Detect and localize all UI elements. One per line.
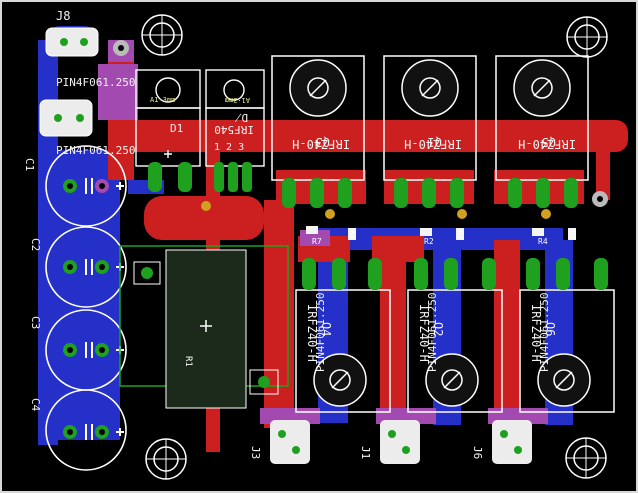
label-d1: D1 xyxy=(170,122,183,135)
label-j1: J1 xyxy=(359,446,372,459)
label-d-rot: D̸ xyxy=(234,111,248,124)
mount-hole-tl xyxy=(141,14,183,56)
label-c4: C4 xyxy=(29,398,42,412)
capacitor-c2 xyxy=(45,226,127,308)
label-q3: Q3 xyxy=(316,135,330,149)
mosfet-q4 xyxy=(295,289,391,413)
label-pkg-b: A1·3mm xyxy=(225,96,250,104)
connector-j1 xyxy=(380,420,420,464)
mount-hole-bl xyxy=(145,438,187,480)
diode-d1 xyxy=(135,69,201,167)
connector-j3 xyxy=(270,420,310,464)
label-j6: J6 xyxy=(471,446,484,459)
resistor-r1 xyxy=(119,245,289,409)
top-mosfet-pads xyxy=(282,178,578,208)
label-q4-part: IRFZ40-H xyxy=(305,304,319,362)
label-r6: R6 xyxy=(348,230,357,240)
label-r2: R2 xyxy=(424,237,434,246)
label-q5: Q5 xyxy=(542,135,556,149)
mount-hole-br xyxy=(565,437,607,479)
vias xyxy=(201,201,551,219)
label-q6-part: IRFZ40-H xyxy=(529,304,543,362)
connector-j8 xyxy=(39,27,99,137)
label-pkg-a: A1·3mm xyxy=(150,96,175,104)
mount-hole-tr xyxy=(566,16,608,58)
mounting-holes xyxy=(141,14,608,480)
label-q1: Q1 xyxy=(428,135,442,149)
label-q4: Q4 xyxy=(319,322,333,336)
label-j8: J8 xyxy=(56,9,70,23)
diode-pads xyxy=(148,162,252,192)
label-pin-numbers: 1 2 3 xyxy=(214,142,244,153)
bottom-mosfet-pads xyxy=(302,258,608,290)
label-q2: Q2 xyxy=(431,322,445,336)
label-pin-j6: PIN4F061.250 xyxy=(538,293,551,372)
capacitor-c1 xyxy=(45,145,127,227)
label-q1-part: IRFZ40-H xyxy=(404,137,462,151)
mosfet-q6 xyxy=(519,289,615,413)
label-r5: R5 xyxy=(568,230,577,240)
label-c1: C1 xyxy=(23,158,36,171)
label-q3-part: IRFZ40-H xyxy=(292,137,350,151)
label-r3: R3 xyxy=(456,230,465,240)
mosfet-q3 xyxy=(271,55,365,181)
label-q2-part: IRFZ40-H xyxy=(417,304,431,362)
connector-j6 xyxy=(492,420,532,464)
small-resistor-pads xyxy=(306,226,576,240)
label-irf540: IRF540 xyxy=(214,123,254,136)
label-j3: J3 xyxy=(249,446,262,459)
label-r4: R4 xyxy=(538,237,548,246)
capacitor-c4 xyxy=(45,389,127,471)
label-q6: Q6 xyxy=(543,322,557,336)
label-q5-part: IRFZ40-H xyxy=(518,137,576,151)
mosfet-q2 xyxy=(407,289,503,413)
label-c3: C3 xyxy=(29,316,42,329)
mosfet-q5 xyxy=(495,55,589,181)
label-pin-j3: PIN4F061.250 xyxy=(314,293,327,372)
capacitor-pads xyxy=(63,179,109,439)
capacitor-bank xyxy=(45,145,127,471)
label-r1: R1 xyxy=(183,356,193,367)
mosfet-q1 xyxy=(383,55,477,181)
label-r7: R7 xyxy=(312,237,322,246)
label-pin-top1: PIN4F061.250 xyxy=(56,76,135,89)
label-pin-top2: PIN4F061.250 xyxy=(56,144,135,157)
label-c2: C2 xyxy=(29,238,42,251)
label-pin-j1: PIN4F061.250 xyxy=(426,293,439,372)
